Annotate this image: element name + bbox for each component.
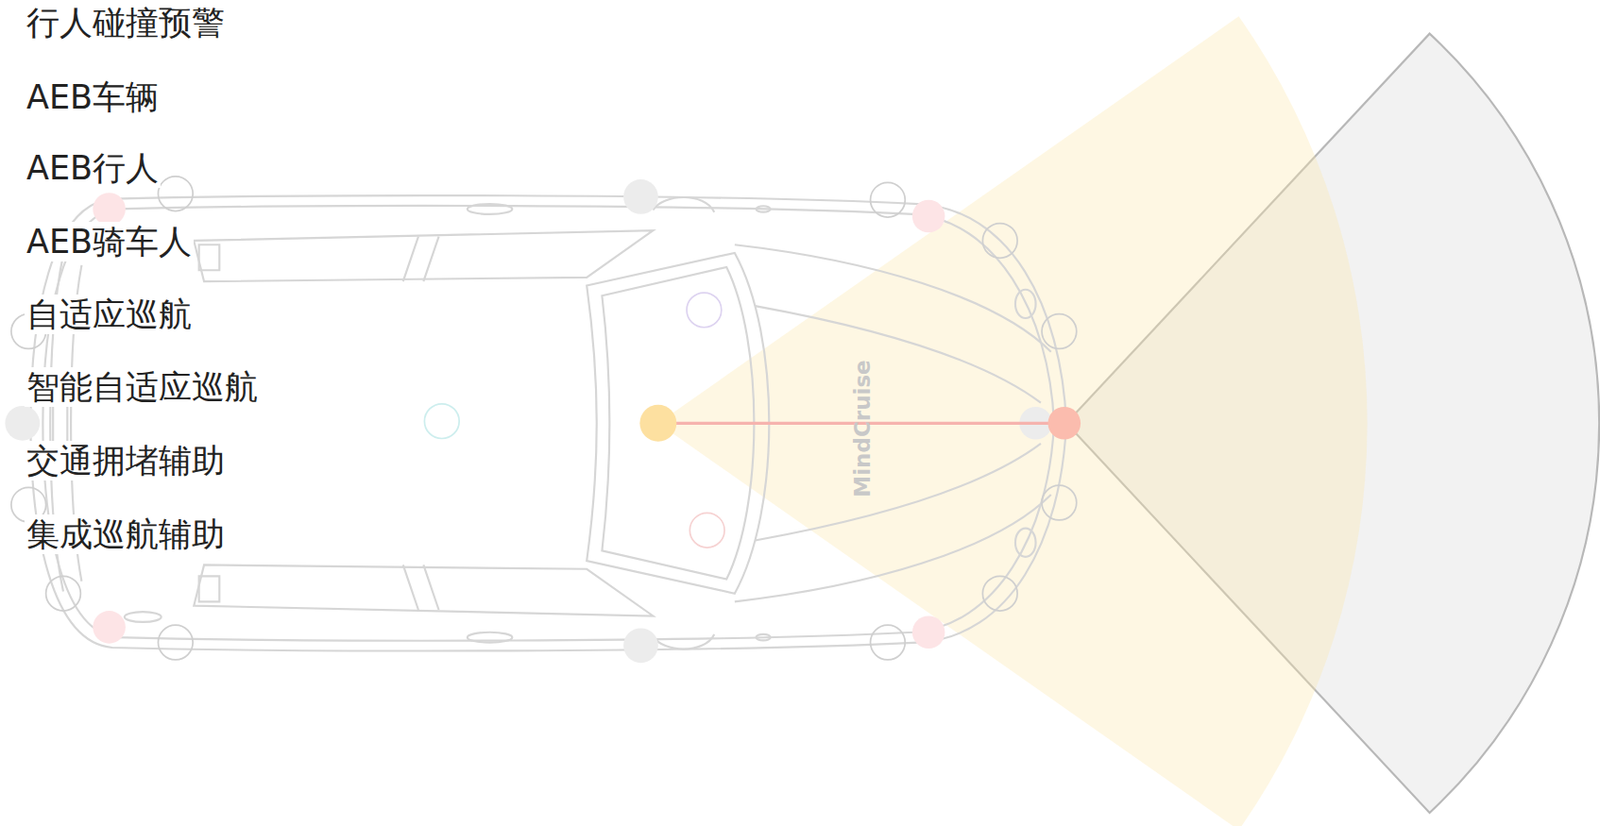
sensor-dots [4,179,1052,664]
feature-label: 行人碰撞预警 [24,2,227,43]
watermark: MindCruise [851,359,874,497]
sensor-circles [11,176,1077,661]
feature-label: 交通拥堵辅助 [24,441,227,481]
radar-dot [1048,407,1082,441]
feature-label: 自适应巡航 [24,294,194,335]
camera-field [658,16,1368,826]
feature-label: AEB骑车人 [24,221,194,262]
feature-label: 智能自适应巡航 [24,367,260,408]
camera-dot [639,405,677,443]
car-outline [30,195,1067,651]
feature-label: AEB行人 [24,148,161,188]
feature-label: AEB车辆 [24,77,161,118]
feature-label: 集成巡航辅助 [24,514,227,555]
